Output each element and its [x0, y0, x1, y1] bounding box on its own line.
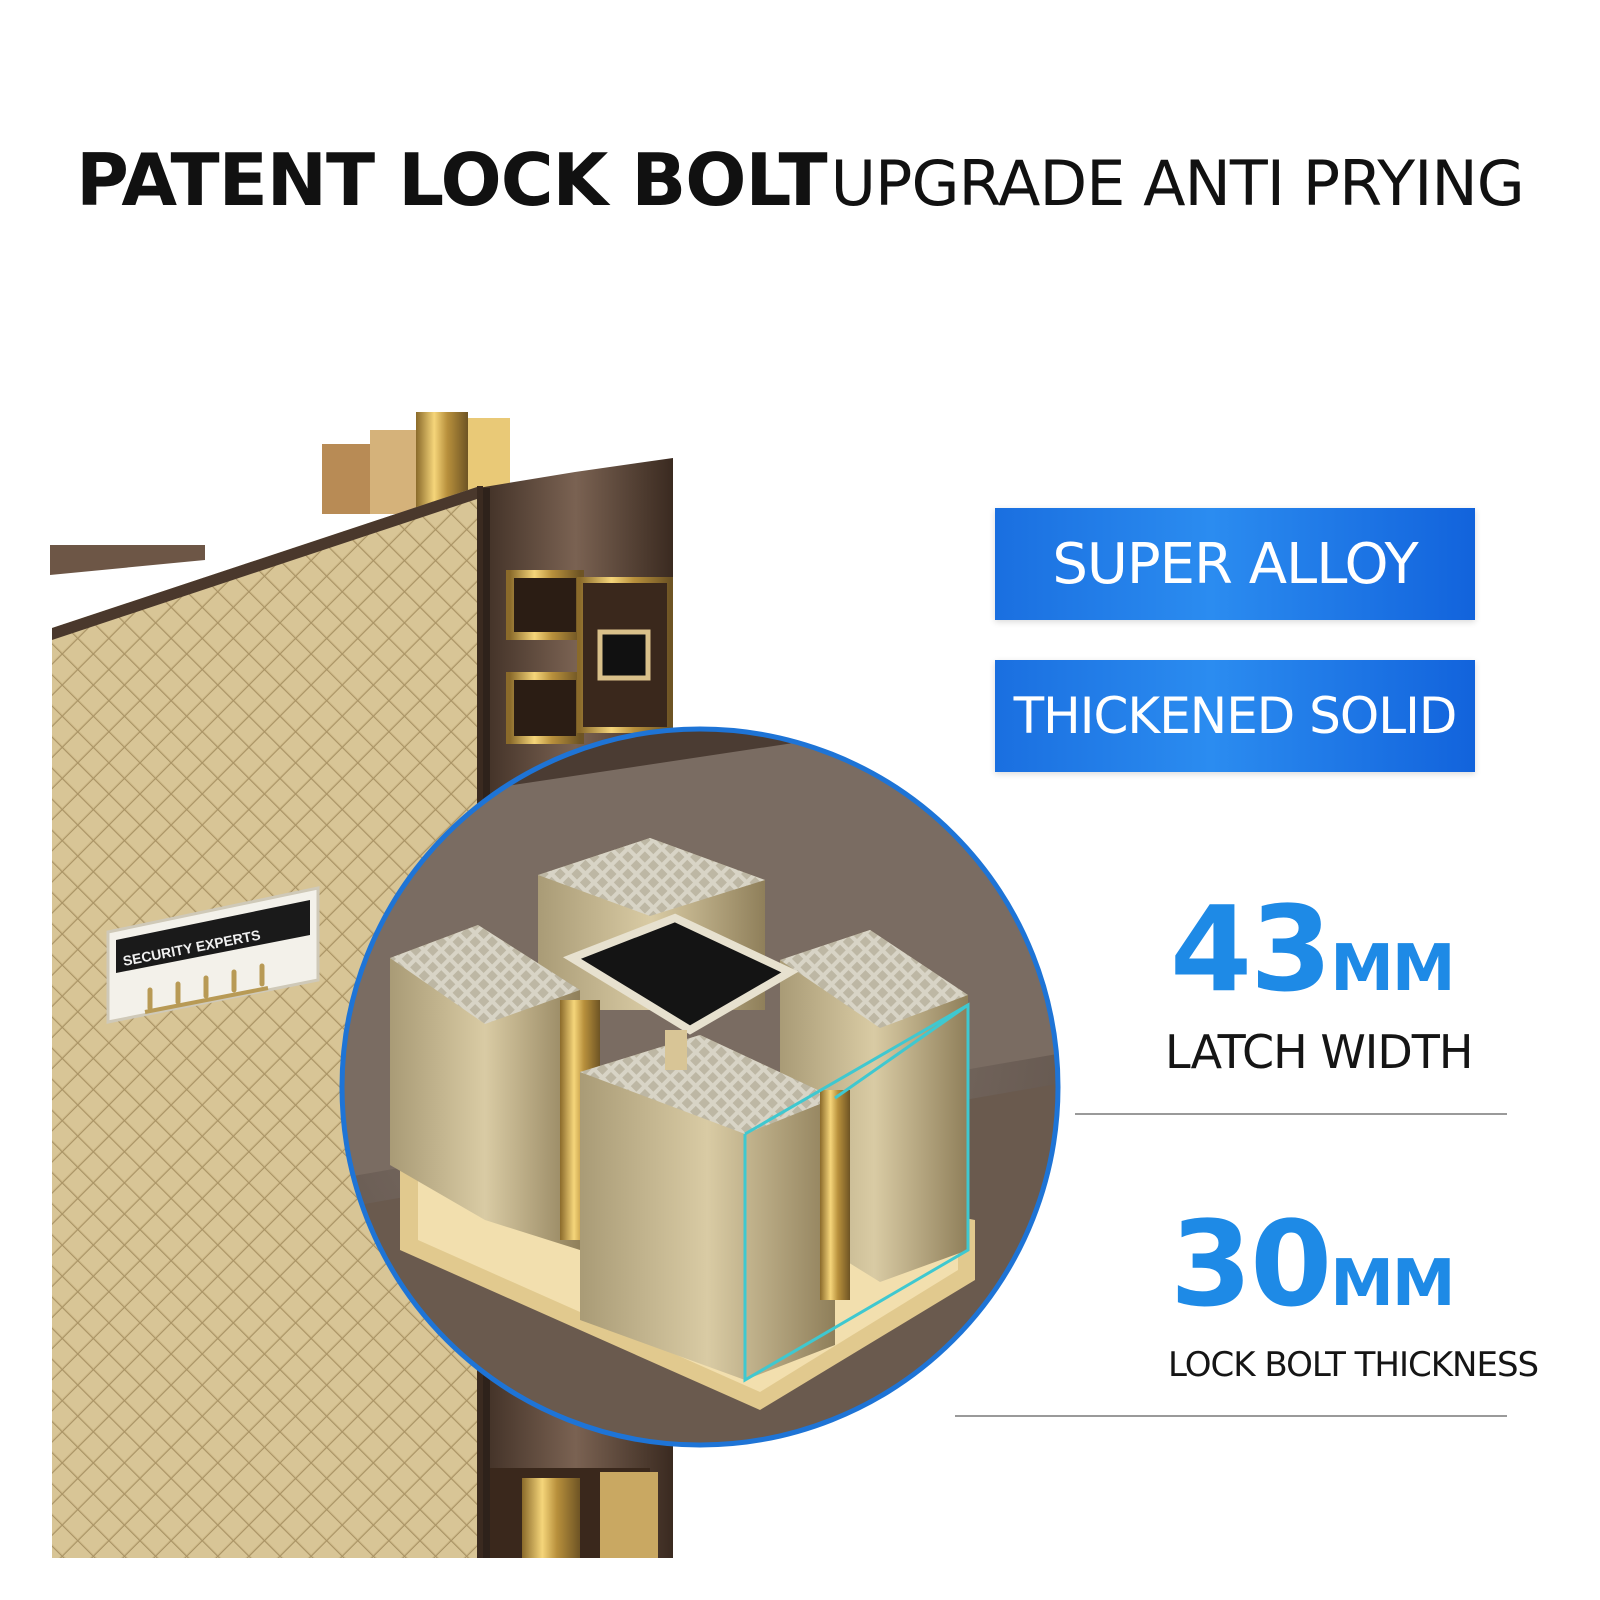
spec-bolt-thickness-number: 30 [1170, 1195, 1332, 1333]
spec-latch-width-unit: MM [1330, 932, 1455, 1006]
divider-line [1075, 1113, 1507, 1115]
spec-bolt-thickness-label: LOCK BOLT THICKNESS [1168, 1345, 1539, 1385]
bottom-bolt [490, 1468, 658, 1558]
divider-line [955, 1415, 1507, 1417]
headline-strong: PATENT LOCK BOLT [76, 138, 827, 222]
spec-latch-width-label: LATCH WIDTH [1165, 1025, 1473, 1079]
spec-latch-width-number: 43 [1170, 880, 1332, 1018]
badge-super-alloy: SUPER ALLOY [995, 508, 1475, 620]
side-bolt-blocks [506, 570, 673, 744]
badge-thickened-solid: THICKENED SOLID [995, 660, 1475, 772]
top-bolts [322, 412, 510, 514]
badge-thickened-solid-label: THICKENED SOLID [1013, 687, 1458, 745]
headline: PATENT LOCK BOLT UPGRADE ANTI PRYING [0, 138, 1600, 222]
spec-bolt-thickness-value: 30MM [1170, 1195, 1456, 1333]
badge-super-alloy-label: SUPER ALLOY [1052, 531, 1418, 597]
spec-bolt-thickness-unit: MM [1330, 1247, 1455, 1321]
safe-door [52, 486, 480, 1558]
spec-latch-width-value: 43MM [1170, 880, 1456, 1018]
nameplate: SECURITY EXPERTS [106, 886, 320, 1024]
headline-normal: UPGRADE ANTI PRYING [830, 147, 1525, 220]
